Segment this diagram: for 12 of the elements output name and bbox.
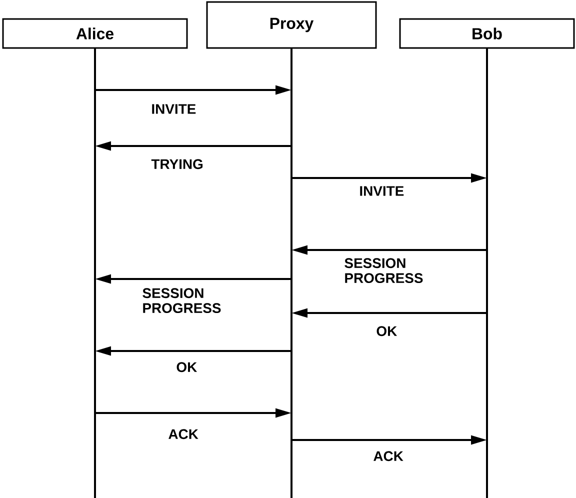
edge-label: ACK	[168, 429, 198, 440]
edge-label: OK	[176, 362, 197, 372]
edge-label: INVITE	[152, 104, 196, 114]
edge-label: INVITE	[360, 186, 404, 196]
participant-box: Bob	[399, 18, 575, 49]
edge-label: TRYING	[151, 159, 203, 170]
participant-box: Alice	[2, 18, 188, 49]
edge-label: SESSION PROGRESS	[344, 258, 423, 284]
edge-label: SESSION PROGRESS	[142, 288, 221, 314]
edge-label: OK	[376, 326, 397, 336]
participant-box: Proxy	[206, 1, 377, 49]
edge-label: ACK	[374, 451, 404, 462]
